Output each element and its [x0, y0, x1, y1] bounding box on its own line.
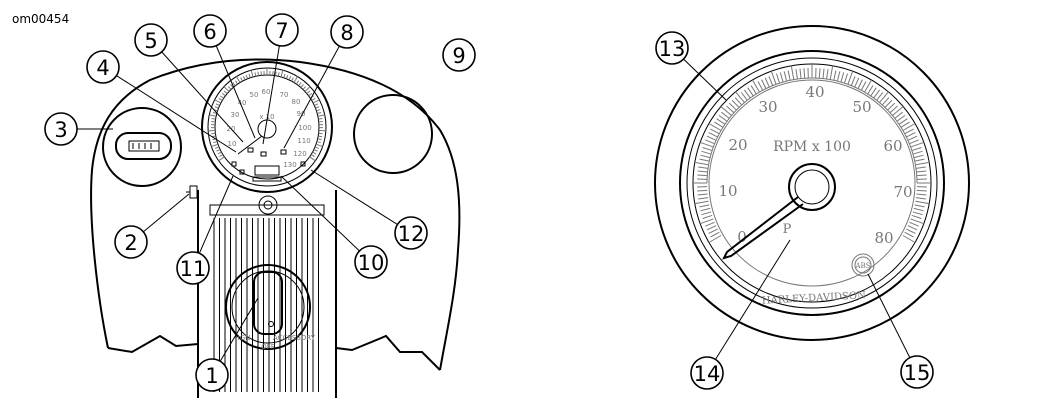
tach-tick-label: 10 [718, 182, 737, 200]
speedometer: 10 20 30 40 50 60 70 80 90 100 110 120 1… [201, 61, 333, 193]
speedo-tick-110: 110 [297, 137, 310, 145]
ribbed-panel [209, 204, 325, 392]
svg-text:11: 11 [180, 257, 207, 281]
ignition-pos-off: OFF [261, 343, 275, 351]
svg-text:15: 15 [904, 361, 931, 385]
mount-bolt [258, 195, 278, 215]
svg-text:8: 8 [340, 21, 353, 45]
svg-text:7: 7 [275, 19, 288, 43]
speedo-tick-130: 130 [283, 161, 296, 169]
speedo-tick-80: 80 [292, 98, 301, 106]
callout-8: 8 [330, 15, 364, 49]
callout-1: 1 [195, 358, 229, 392]
side-switch [186, 185, 198, 199]
indicator-lamp [260, 151, 267, 157]
speedo-tick-70: 70 [280, 91, 289, 99]
callout-12: 12 [394, 216, 428, 250]
ignition-pos-accessory: ACCESSORY [273, 334, 316, 342]
callout-3: 3 [44, 112, 78, 146]
svg-text:14: 14 [694, 362, 721, 386]
tach-tick-label: 40 [805, 83, 824, 101]
svg-text:4: 4 [96, 56, 109, 80]
tachometer: 0 10 20 30 40 50 60 70 80 RPM x 100 P ABS HARLEY… [654, 25, 970, 341]
ignition-switch: IGN OFF ACCESSORY [225, 264, 316, 351]
tach-p-indicator: P [783, 222, 792, 237]
odometer-buttons [252, 176, 282, 182]
figure-id: om00454 [12, 12, 70, 26]
callout-14: 14 [690, 356, 724, 390]
svg-text:3: 3 [54, 118, 67, 142]
tach-tick-label: 50 [852, 98, 871, 116]
tach-tick-label: 30 [758, 98, 777, 116]
blank-gauge-cover [353, 94, 433, 174]
callout-11: 11 [176, 251, 210, 285]
callout-15: 15 [900, 355, 934, 389]
callout-9: 9 [442, 38, 476, 72]
callout-7: 7 [265, 13, 299, 47]
callout-5: 5 [134, 23, 168, 57]
abs-indicator: ABS [851, 253, 875, 277]
indicator-lamp [300, 161, 306, 167]
abs-label: ABS [855, 262, 871, 270]
callout-4: 4 [86, 50, 120, 84]
svg-text:6: 6 [203, 20, 216, 44]
indicator-lamp [239, 169, 245, 175]
tach-tick-label: 20 [728, 136, 747, 154]
speedo-tick-50: 50 [250, 91, 259, 99]
speedo-tick-90: 90 [297, 110, 306, 118]
indicator-lamp [280, 149, 287, 155]
tach-unit: RPM x 100 [773, 139, 851, 155]
callout-10: 10 [354, 245, 388, 279]
svg-text:10: 10 [358, 251, 385, 275]
svg-text:5: 5 [144, 29, 157, 53]
left-leader-lines [77, 29, 412, 376]
tach-tick-label: 0 [737, 228, 747, 246]
ignition-pos-ign: IGN [238, 334, 251, 342]
usb-port [102, 107, 182, 187]
tach-tick-label: 70 [893, 183, 912, 201]
speedo-tick-120: 120 [293, 150, 306, 158]
callout-6: 6 [193, 14, 227, 48]
svg-text:1: 1 [205, 364, 218, 388]
svg-text:12: 12 [398, 222, 425, 246]
fairing [90, 58, 461, 398]
odometer-display [254, 165, 280, 176]
speedo-tick-60: 60 [262, 88, 271, 96]
speedo-tick-30: 30 [231, 111, 240, 119]
speedo-tick-10: 10 [228, 140, 237, 148]
callout-13: 13 [655, 31, 689, 65]
callout-2: 2 [114, 225, 148, 259]
svg-text:9: 9 [452, 44, 465, 68]
speedo-tick-40: 40 [238, 99, 247, 107]
brand-label: HARLEY-DAVIDSON [762, 290, 867, 306]
indicator-lamp [231, 161, 237, 167]
tach-tick-label: 60 [883, 137, 902, 155]
tach-tick-label: 80 [874, 229, 893, 247]
svg-text:13: 13 [659, 37, 686, 61]
speedo-tick-100: 100 [298, 124, 311, 132]
indicator-lamp [247, 147, 254, 153]
svg-text:2: 2 [124, 231, 137, 255]
